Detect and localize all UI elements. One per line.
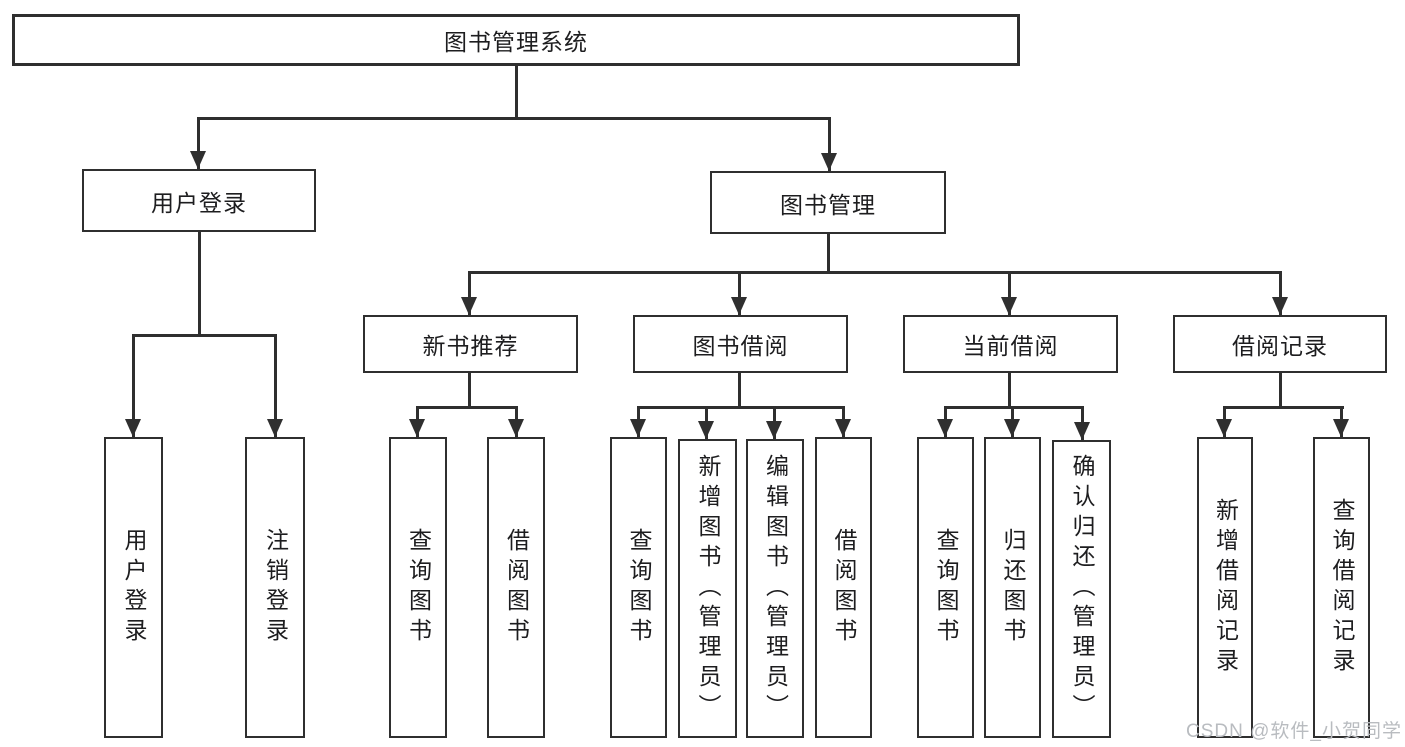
node-br-add-label: 新增借阅记录 [1212, 497, 1239, 678]
arrowhead-down-icon [1001, 297, 1017, 315]
arrowhead-down-icon [1333, 419, 1349, 437]
node-current-borrow-label: 当前借阅 [962, 333, 1059, 359]
arrowhead-down-icon [125, 419, 141, 437]
connector-to-new-books [468, 271, 471, 316]
node-book-borrow: 图书借阅 [633, 315, 848, 373]
node-bb-query: 查询图书 [610, 437, 667, 738]
connector-root-rail [197, 117, 831, 120]
connector-to-book-borrow [738, 271, 741, 316]
connector-user-login-drop [198, 231, 201, 335]
connector-to-logout-op [274, 334, 277, 437]
connector-to-current-borrow [1008, 271, 1011, 316]
node-book-borrow-label: 图书借阅 [692, 333, 789, 359]
node-current-borrow: 当前借阅 [903, 315, 1118, 373]
node-cb-return: 归还图书 [984, 437, 1041, 738]
connector-book-borrow-rail [637, 406, 845, 409]
arrowhead-down-icon [937, 419, 953, 437]
node-nb-borrow-label: 借阅图书 [503, 527, 530, 648]
connector-current-borrow-rail [944, 406, 1084, 409]
node-root-label: 图书管理系统 [444, 29, 588, 55]
node-bb-add: 新增图书（管理员） [678, 439, 737, 738]
arrowhead-down-icon [1074, 422, 1090, 440]
connector-user-login-rail [132, 334, 277, 337]
connector-borrow-records-drop [1279, 371, 1282, 408]
connector-borrow-records-rail [1223, 406, 1344, 409]
arrowhead-down-icon [731, 297, 747, 315]
node-logout-op: 注销登录 [245, 437, 305, 738]
node-bb-borrow: 借阅图书 [815, 437, 872, 738]
node-nb-borrow: 借阅图书 [487, 437, 545, 738]
arrowhead-down-icon [1216, 419, 1232, 437]
node-bb-borrow-label: 借阅图书 [831, 527, 857, 648]
arrowhead-down-icon [508, 419, 524, 437]
csdn-watermark: CSDN @软件_小贺同学 [1186, 721, 1402, 742]
node-bb-query-label: 查询图书 [626, 527, 652, 648]
connector-book-mgmt-drop [827, 233, 830, 273]
node-cb-confirm: 确认归还（管理员） [1052, 440, 1111, 738]
arrowhead-down-icon [698, 421, 714, 439]
node-bb-edit: 编辑图书（管理员） [746, 439, 804, 738]
node-user-login-label: 用户登录 [151, 189, 247, 216]
node-nb-query-label: 查询图书 [405, 527, 432, 648]
node-br-query: 查询借阅记录 [1313, 437, 1370, 738]
node-cb-return-label: 归还图书 [1000, 527, 1026, 648]
connector-current-borrow-drop [1008, 371, 1011, 408]
node-login-op: 用户登录 [104, 437, 163, 738]
connector-book-borrow-drop [738, 371, 741, 408]
connector-to-book-mgmt [828, 117, 831, 171]
arrowhead-down-icon [1004, 419, 1020, 437]
node-new-books-label: 新书推荐 [422, 333, 519, 359]
arrowhead-down-icon [821, 153, 837, 171]
connector-new-books-drop [468, 371, 471, 408]
node-user-login: 用户登录 [82, 169, 316, 232]
arrowhead-down-icon [267, 419, 283, 437]
arrowhead-down-icon [1272, 297, 1288, 315]
arrowhead-down-icon [630, 419, 646, 437]
arrowhead-down-icon [409, 419, 425, 437]
node-borrow-records: 借阅记录 [1173, 315, 1387, 373]
connector-book-mgmt-rail [468, 271, 1282, 274]
node-login-op-label: 用户登录 [121, 527, 147, 648]
node-br-query-label: 查询借阅记录 [1329, 497, 1355, 678]
arrowhead-down-icon [190, 151, 206, 169]
node-borrow-records-label: 借阅记录 [1232, 333, 1328, 359]
node-book-mgmt-label: 图书管理 [780, 191, 876, 218]
arrowhead-down-icon [766, 421, 782, 439]
node-bb-add-label: 新增图书（管理员） [695, 453, 721, 724]
arrowhead-down-icon [461, 297, 477, 315]
connector-root-drop [515, 64, 518, 118]
connector-to-login-op [132, 334, 135, 437]
node-new-books: 新书推荐 [363, 315, 578, 373]
node-nb-query: 查询图书 [389, 437, 447, 738]
arrowhead-down-icon [835, 419, 851, 437]
node-cb-query: 查询图书 [917, 437, 974, 738]
connector-new-books-rail [416, 406, 518, 409]
node-bb-edit-label: 编辑图书（管理员） [762, 453, 789, 724]
node-cb-query-label: 查询图书 [933, 527, 959, 648]
node-br-add: 新增借阅记录 [1197, 437, 1253, 738]
node-logout-op-label: 注销登录 [262, 527, 289, 648]
node-root: 图书管理系统 [12, 14, 1020, 66]
connector-to-user-login [197, 117, 200, 169]
node-cb-confirm-label: 确认归还（管理员） [1069, 454, 1095, 724]
connector-to-borrow-records [1279, 271, 1282, 316]
node-book-mgmt: 图书管理 [710, 171, 946, 234]
